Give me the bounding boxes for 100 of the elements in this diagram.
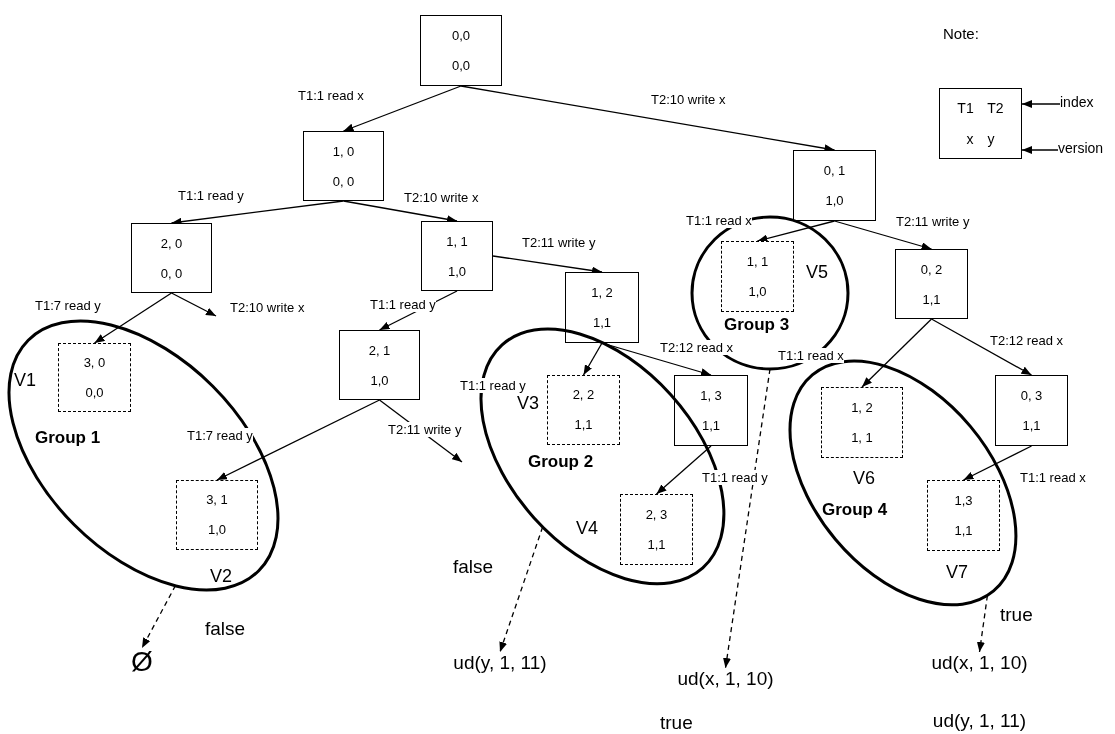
dashed-state-box (721, 241, 794, 312)
arrow (170, 292, 217, 317)
state-value: 1,1 (592, 315, 612, 331)
result-text: ud(x, 1, 10) (677, 668, 774, 690)
edge-label: T1:1 read y (178, 188, 244, 203)
state-box (793, 150, 876, 221)
edge-label: T1:1 read x (778, 348, 844, 363)
edge-label: T1:1 read y (702, 470, 768, 485)
edge-label: T2:11 write y (896, 214, 970, 229)
state-value: 1,0 (207, 522, 226, 538)
dashed-arrow (499, 526, 544, 653)
arrow (861, 318, 933, 388)
arrow (1021, 100, 1061, 108)
arrow (1021, 146, 1059, 154)
state-value: 1,1 (1022, 418, 1041, 434)
state-value: 1,1 (922, 291, 941, 307)
result-text: ud(x, 1, 10) (931, 652, 1028, 674)
dashed-arrow (723, 368, 771, 669)
state-box (895, 249, 968, 319)
dashed-state-box (821, 387, 903, 458)
state-value: 1,1 (647, 537, 666, 553)
state-value: 0, 1 (823, 162, 846, 178)
state-box (420, 15, 502, 86)
state-value: 1, 0 (332, 143, 355, 159)
arrow (582, 342, 603, 376)
state-box (131, 223, 212, 293)
group-label: Group 1 (35, 428, 101, 448)
edge-label: T1:1 read x (298, 88, 364, 103)
dashed-state-box (58, 343, 131, 412)
state-value: 1, 1 (446, 233, 468, 249)
state-value: 2, 3 (645, 506, 668, 522)
edge-label: T1:7 read y (35, 298, 101, 313)
state-value: 2, 0 (160, 235, 183, 251)
arrow (93, 292, 173, 344)
state-value: 0,0 (451, 27, 471, 43)
group-label: Group 2 (528, 452, 594, 472)
edge-label: T1:1 read x (686, 213, 752, 228)
state-value: 0, 0 (332, 173, 355, 189)
edge-label: T2:12 read x (990, 333, 1063, 348)
arrow (930, 318, 1033, 376)
dashed-state-box (547, 375, 620, 445)
edge-label: T2:12 read x (660, 340, 733, 355)
annotation-label: version (1058, 140, 1104, 156)
state-value: 0, 2 (920, 261, 943, 277)
state-value: 1,0 (447, 263, 467, 279)
state-value: 3, 0 (83, 355, 106, 371)
legend-text: T1 T2 (957, 100, 1004, 117)
version-label: V7 (946, 562, 969, 583)
version-label: V2 (210, 566, 233, 587)
group-label: Group 4 (822, 500, 888, 520)
state-value: 1, 1 (746, 253, 769, 269)
result-label: false (453, 556, 494, 578)
state-value: 1, 1 (851, 430, 873, 446)
state-box (995, 375, 1068, 446)
empty-set-symbol: Ø (131, 648, 153, 676)
dashed-state-box (176, 480, 258, 550)
state-value: 1,1 (574, 417, 593, 433)
version-label: V3 (517, 393, 540, 414)
version-label: V5 (806, 262, 829, 283)
state-value: 1,3 (954, 492, 973, 508)
edge-label: T2:10 write x (230, 300, 305, 315)
state-value: 1,0 (748, 284, 767, 300)
version-label: V1 (14, 370, 37, 391)
result-label: true (660, 712, 693, 734)
state-value: 0,0 (451, 58, 471, 74)
result-text: ud(y, 1, 11) (453, 652, 547, 674)
state-value: 1, 2 (591, 284, 613, 300)
edge-label: T1:7 read y (187, 428, 253, 443)
state-value: 1,1 (954, 523, 973, 539)
group-label: Group 3 (724, 315, 790, 335)
note-heading: Note: (943, 25, 979, 42)
state-value: 1,1 (701, 418, 721, 434)
edge-label: T2:11 write y (522, 235, 596, 250)
state-box (303, 131, 384, 201)
arrow (216, 399, 381, 481)
edge-label: T2:10 write x (404, 190, 479, 205)
state-box (421, 221, 493, 291)
edge-label: T1:1 read y (460, 378, 526, 393)
edge-label: T1:1 read x (1020, 470, 1086, 485)
edge-label: T2:11 write y (388, 422, 462, 437)
result-label: false (205, 618, 246, 640)
dashed-state-box (620, 494, 693, 565)
result-text: ud(y, 1, 11) (932, 710, 1027, 732)
edge-label: T2:10 write x (651, 92, 726, 107)
legend-box (939, 88, 1022, 159)
arrow (962, 445, 1033, 481)
state-value: 3, 1 (206, 492, 228, 508)
dashed-arrow (976, 594, 989, 653)
arrow (342, 85, 462, 132)
state-value: 1,0 (825, 193, 844, 209)
state-box (674, 375, 748, 446)
version-label: V4 (576, 518, 599, 539)
arrow (833, 220, 933, 251)
state-box (565, 272, 639, 343)
state-value: 1, 2 (851, 399, 873, 415)
state-value: 0,0 (85, 384, 104, 400)
annotation-label: index (1060, 94, 1094, 110)
dashed-state-box (927, 480, 1000, 551)
state-value: 1, 3 (700, 387, 722, 403)
state-value: 2, 2 (572, 387, 595, 403)
